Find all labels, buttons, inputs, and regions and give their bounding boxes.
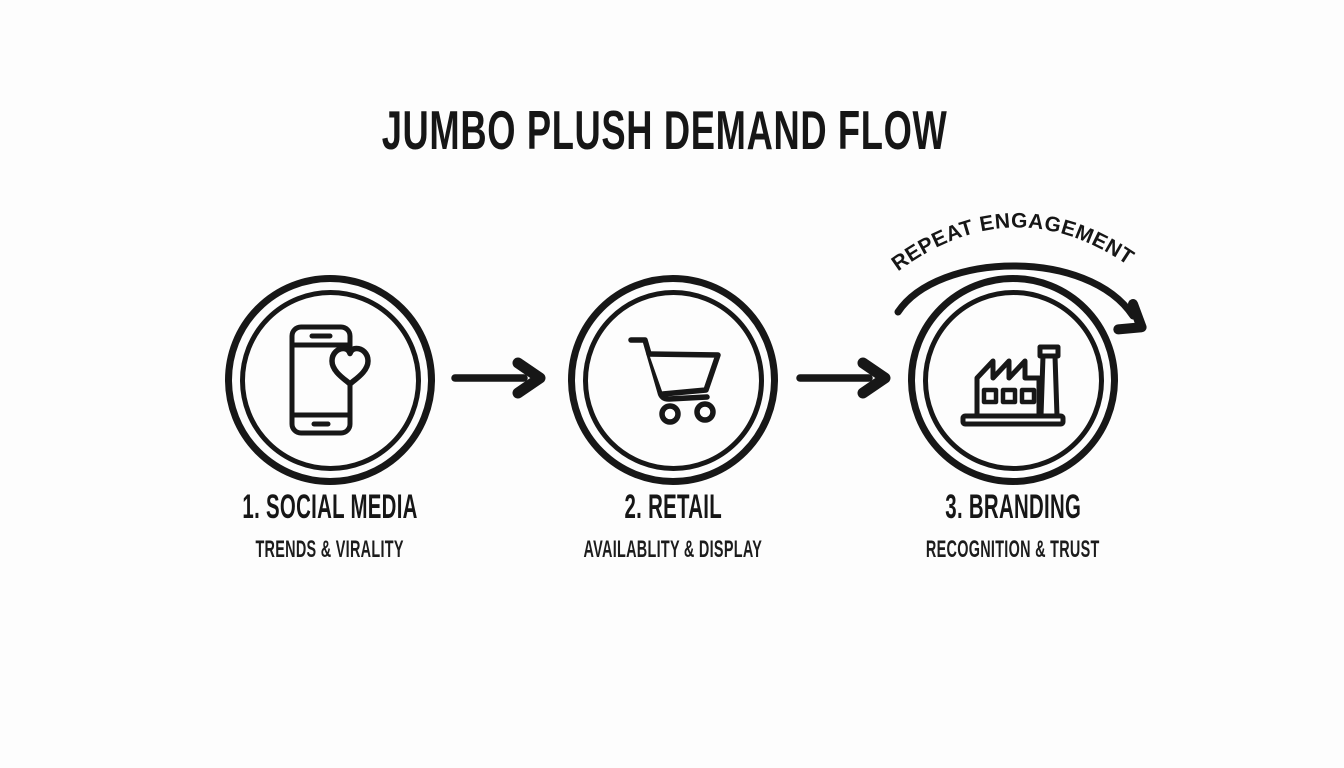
node-inner-ring <box>922 289 1104 471</box>
node-outer-ring <box>908 275 1118 485</box>
smartphone-heart-icon <box>289 324 371 436</box>
page-title: JUMBO PLUSH DEMAND FLOW <box>0 98 1330 162</box>
node-label: 1. SOCIAL MEDIA <box>242 488 418 526</box>
node-label: 2. RETAIL <box>624 488 722 526</box>
node-outer-ring <box>568 275 778 485</box>
svg-text:REPEAT ENGAGEMENT: REPEAT ENGAGEMENT <box>888 209 1138 275</box>
loop-label: REPEAT ENGAGEMENT <box>888 209 1138 275</box>
node-branding <box>908 275 1118 485</box>
node-retail <box>568 275 778 485</box>
node-sublabel: TRENDS & VIRALITY <box>255 536 405 563</box>
node-sublabel: RECOGNITION & TRUST <box>926 536 1100 563</box>
node-inner-ring <box>582 289 764 471</box>
node-label: 3. BRANDING <box>945 488 1081 526</box>
arrow-social-to-retail-icon <box>451 357 546 399</box>
arrow-retail-to-branding-icon <box>796 357 891 399</box>
caption-retail: 2. RETAIL AVAILABLITY & DISPLAY <box>483 489 863 567</box>
page-title-text: JUMBO PLUSH DEMAND FLOW <box>382 99 948 161</box>
caption-branding: 3. BRANDING RECOGNITION & TRUST <box>823 489 1203 567</box>
node-social-media <box>225 275 435 485</box>
factory-icon <box>960 344 1066 427</box>
node-sublabel: AVAILABLITY & DISPLAY <box>583 536 763 563</box>
node-inner-ring <box>239 289 421 471</box>
caption-social-media: 1. SOCIAL MEDIA TRENDS & VIRALITY <box>140 489 520 567</box>
shopping-cart-icon <box>628 337 721 425</box>
node-outer-ring <box>225 275 435 485</box>
